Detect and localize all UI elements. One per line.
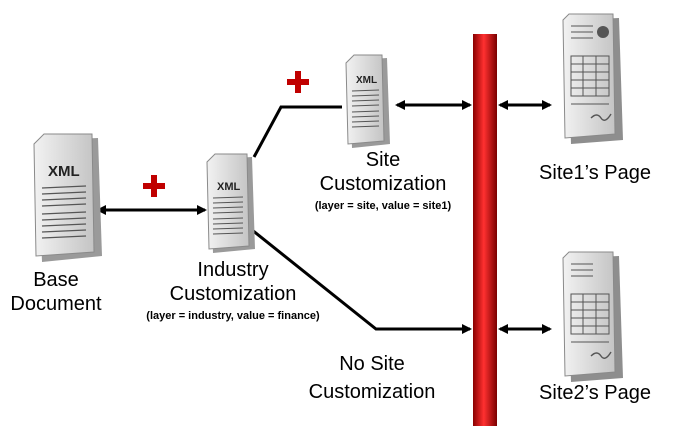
svg-text:XML: XML [48,163,80,180]
no-site-customization-label: No Site Customization [292,350,452,406]
site2-page-icon [562,251,623,382]
base-xml-doc-icon: XML [33,133,102,262]
industry-label-line2: Customization [169,283,297,305]
industry-detail: (layer = industry, value = finance) [146,310,320,322]
no-site-label-line2: Customization [308,381,436,403]
base-document-label: Base Document [0,268,112,316]
site1-page-label: Site1’s Page [539,162,651,184]
industry-label-line1: Industry [197,259,269,281]
svg-text:XML: XML [217,181,241,193]
site-customization-label: Site Customization (layer = site, value … [278,148,488,213]
connector-to-no-site [251,228,472,334]
separator-bar [473,34,497,426]
base-label-line2: Document [10,293,102,315]
site-xml-doc-icon: XML [345,54,390,148]
connector-to-site [252,105,342,158]
site-detail: (layer = site, value = site1) [314,200,452,212]
plus-icon [287,71,309,93]
svg-text:XML: XML [356,75,377,86]
plus-icon [143,175,165,197]
no-site-label-line1: No Site [339,353,405,375]
industry-xml-doc-icon: XML [206,153,255,253]
site-label-line1: Site [365,149,401,171]
site1-page-icon [562,13,623,144]
site2-page-label: Site2’s Page [539,382,651,404]
industry-customization-label: Industry Customization (layer = industry… [120,258,346,323]
base-label-line1: Base [33,269,79,291]
site-label-line2: Customization [319,173,447,195]
